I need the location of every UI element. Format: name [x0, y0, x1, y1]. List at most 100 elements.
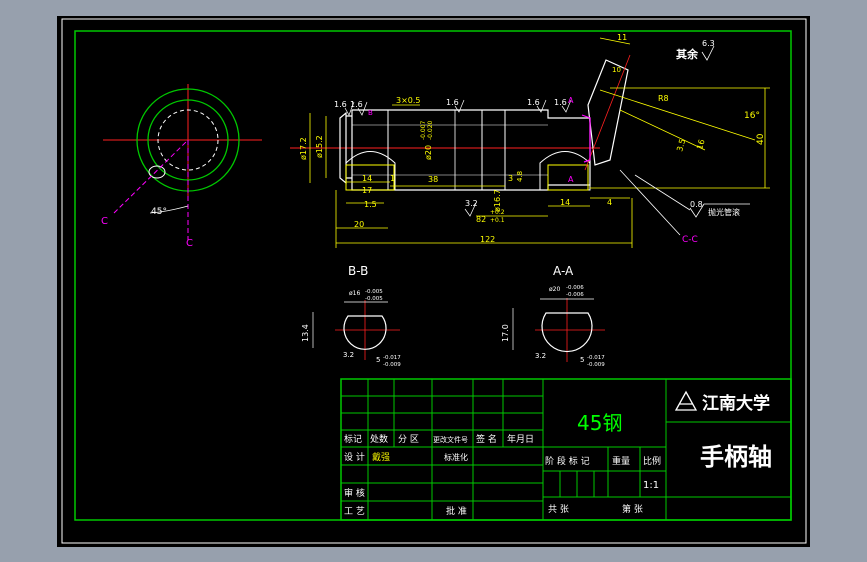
- bb-w-up: -0.017: [383, 355, 401, 361]
- rough-16b: 1.6: [350, 100, 363, 109]
- aa-dia: ø20: [549, 286, 560, 293]
- header-count: 处数: [370, 433, 388, 445]
- section-cc-label: C-C: [682, 235, 698, 245]
- header-zone: 分 区: [398, 434, 419, 445]
- main-shaft-view: 40 16° 3.5 16 R8 11 10 C-C 其余 6.3 抛光管滚 0…: [290, 33, 770, 248]
- bottom-dimensions: [335, 181, 633, 248]
- design-label: 设 计: [344, 451, 365, 463]
- aa-w-up: -0.017: [587, 355, 605, 361]
- leader-16deg: [599, 89, 756, 141]
- dim-15: 1.5: [364, 200, 377, 209]
- roughness-08-label: 0.8: [690, 200, 703, 209]
- review-label: 审 核: [344, 487, 365, 499]
- bb-dia-up: -0.005: [365, 289, 383, 295]
- roughness-08-symbol: [689, 203, 750, 218]
- sheet-no-label: 第 张: [622, 503, 643, 515]
- rough-16e: 1.6: [554, 98, 567, 107]
- section-line-c: [113, 139, 189, 214]
- bb-section-shape: [343, 315, 387, 350]
- handle-arm: [587, 59, 629, 166]
- school-name: 江南大学: [702, 393, 770, 414]
- angle-arc: [149, 205, 189, 214]
- rough-marks-top: [344, 99, 572, 116]
- leader-cc-1: [619, 169, 681, 236]
- dim-40-label: 40: [756, 133, 766, 145]
- section-bb-title: B-B: [348, 264, 368, 278]
- header-date: 年月日: [507, 433, 534, 445]
- aa-height: 17.0: [501, 324, 510, 342]
- dim-d20: ø20: [424, 145, 433, 160]
- bb-dia: ø16: [349, 290, 360, 297]
- aa-dia-low: -0.006: [566, 292, 584, 298]
- bb-r: 3.2: [343, 351, 354, 359]
- aa-dia-up: -0.006: [566, 285, 584, 291]
- paper-outer-border: [61, 18, 807, 544]
- dim-122: 122: [480, 235, 495, 244]
- leader-cc-2: [634, 174, 691, 211]
- aa-section-shape: [541, 312, 593, 353]
- material-label: 45钢: [577, 411, 622, 435]
- dim-r8-label: R8: [658, 94, 669, 103]
- dim-1: 1: [390, 174, 395, 183]
- dim-11-label: 11: [617, 33, 627, 42]
- rough-16a: 1.6: [334, 100, 347, 109]
- header-sign: 签 名: [476, 433, 497, 445]
- section-aa: A-A ø20 -0.006 -0.006 17.0 3.2 5 -0.017 …: [501, 264, 605, 368]
- weight-label: 重量: [612, 455, 630, 467]
- roughness-rest-label: 其余: [676, 47, 699, 61]
- roughness-rest-symbol: [701, 45, 715, 61]
- approve-label: 批 准: [446, 505, 467, 517]
- dim-17: 17: [362, 186, 372, 195]
- angle-45-label: 45°: [151, 207, 167, 217]
- drawing-paper: [57, 16, 810, 547]
- cut-label-left: C: [101, 216, 108, 227]
- dim-3: 3: [508, 174, 513, 183]
- dim-d167: ø16.7: [493, 189, 502, 212]
- header-mark: 标记: [344, 433, 362, 445]
- bb-w: 5: [376, 356, 380, 364]
- part-name: 手柄轴: [700, 443, 772, 471]
- rough-16d: 1.6: [527, 98, 540, 107]
- handle-section-c: [581, 114, 591, 163]
- dim-14a: 14: [362, 174, 372, 183]
- bb-w-low: -0.009: [383, 362, 401, 368]
- scale-value: 1:1: [643, 480, 659, 491]
- process-label: 工 艺: [344, 506, 365, 517]
- rough-32-symbol: [464, 202, 477, 217]
- dim-14b: 14: [560, 198, 570, 207]
- handle-axis: [584, 54, 631, 171]
- dim-82-up: +0.2: [490, 209, 505, 216]
- bb-dia-low: -0.005: [365, 296, 383, 302]
- header-docno: 更改文件号: [433, 435, 468, 444]
- keyway-2: [539, 151, 591, 191]
- roughness-rest-value: 6.3: [702, 39, 715, 48]
- dim-16b-label: 16: [695, 138, 706, 150]
- leader-35: [619, 109, 706, 151]
- dim-d152: ø15.2: [315, 135, 324, 158]
- polish-note: 抛光管滚: [708, 207, 740, 217]
- title-block: 45钢 江南大学 手柄轴 标记 处数 分 区 更改文件号 签 名 年月日 设 计…: [340, 378, 792, 521]
- cut-label-bottom: C: [186, 238, 193, 249]
- keyway-1: [345, 151, 396, 191]
- section-bb: B-B ø16 -0.005 -0.005 13.4 3.2 5 -0.017 …: [301, 264, 401, 368]
- dim-82: 82: [476, 215, 486, 224]
- aa-w: 5: [580, 356, 584, 364]
- aa-r: 3.2: [535, 352, 546, 360]
- end-view-pin-hole: [148, 165, 166, 179]
- dim-38: 38: [428, 175, 438, 184]
- leader-11: [599, 37, 631, 45]
- section-aa-title: A-A: [553, 264, 574, 278]
- dim-35-label: 3.5: [675, 138, 687, 153]
- school-logo-icon: [674, 390, 698, 411]
- aa-w-low: -0.009: [587, 362, 605, 368]
- dim-48: 4.8: [516, 171, 524, 182]
- stage-label: 阶 段 标 记: [545, 455, 590, 467]
- dim-d20-up: -0.007: [420, 120, 427, 140]
- angle-16-label: 16°: [744, 111, 760, 121]
- dim-20: 20: [354, 220, 364, 229]
- title-block-grid: [341, 379, 791, 520]
- keyway-slot-2: [547, 164, 589, 191]
- designer-name: 戴强: [372, 451, 390, 463]
- chamfer-label: 3×0.5: [396, 96, 421, 105]
